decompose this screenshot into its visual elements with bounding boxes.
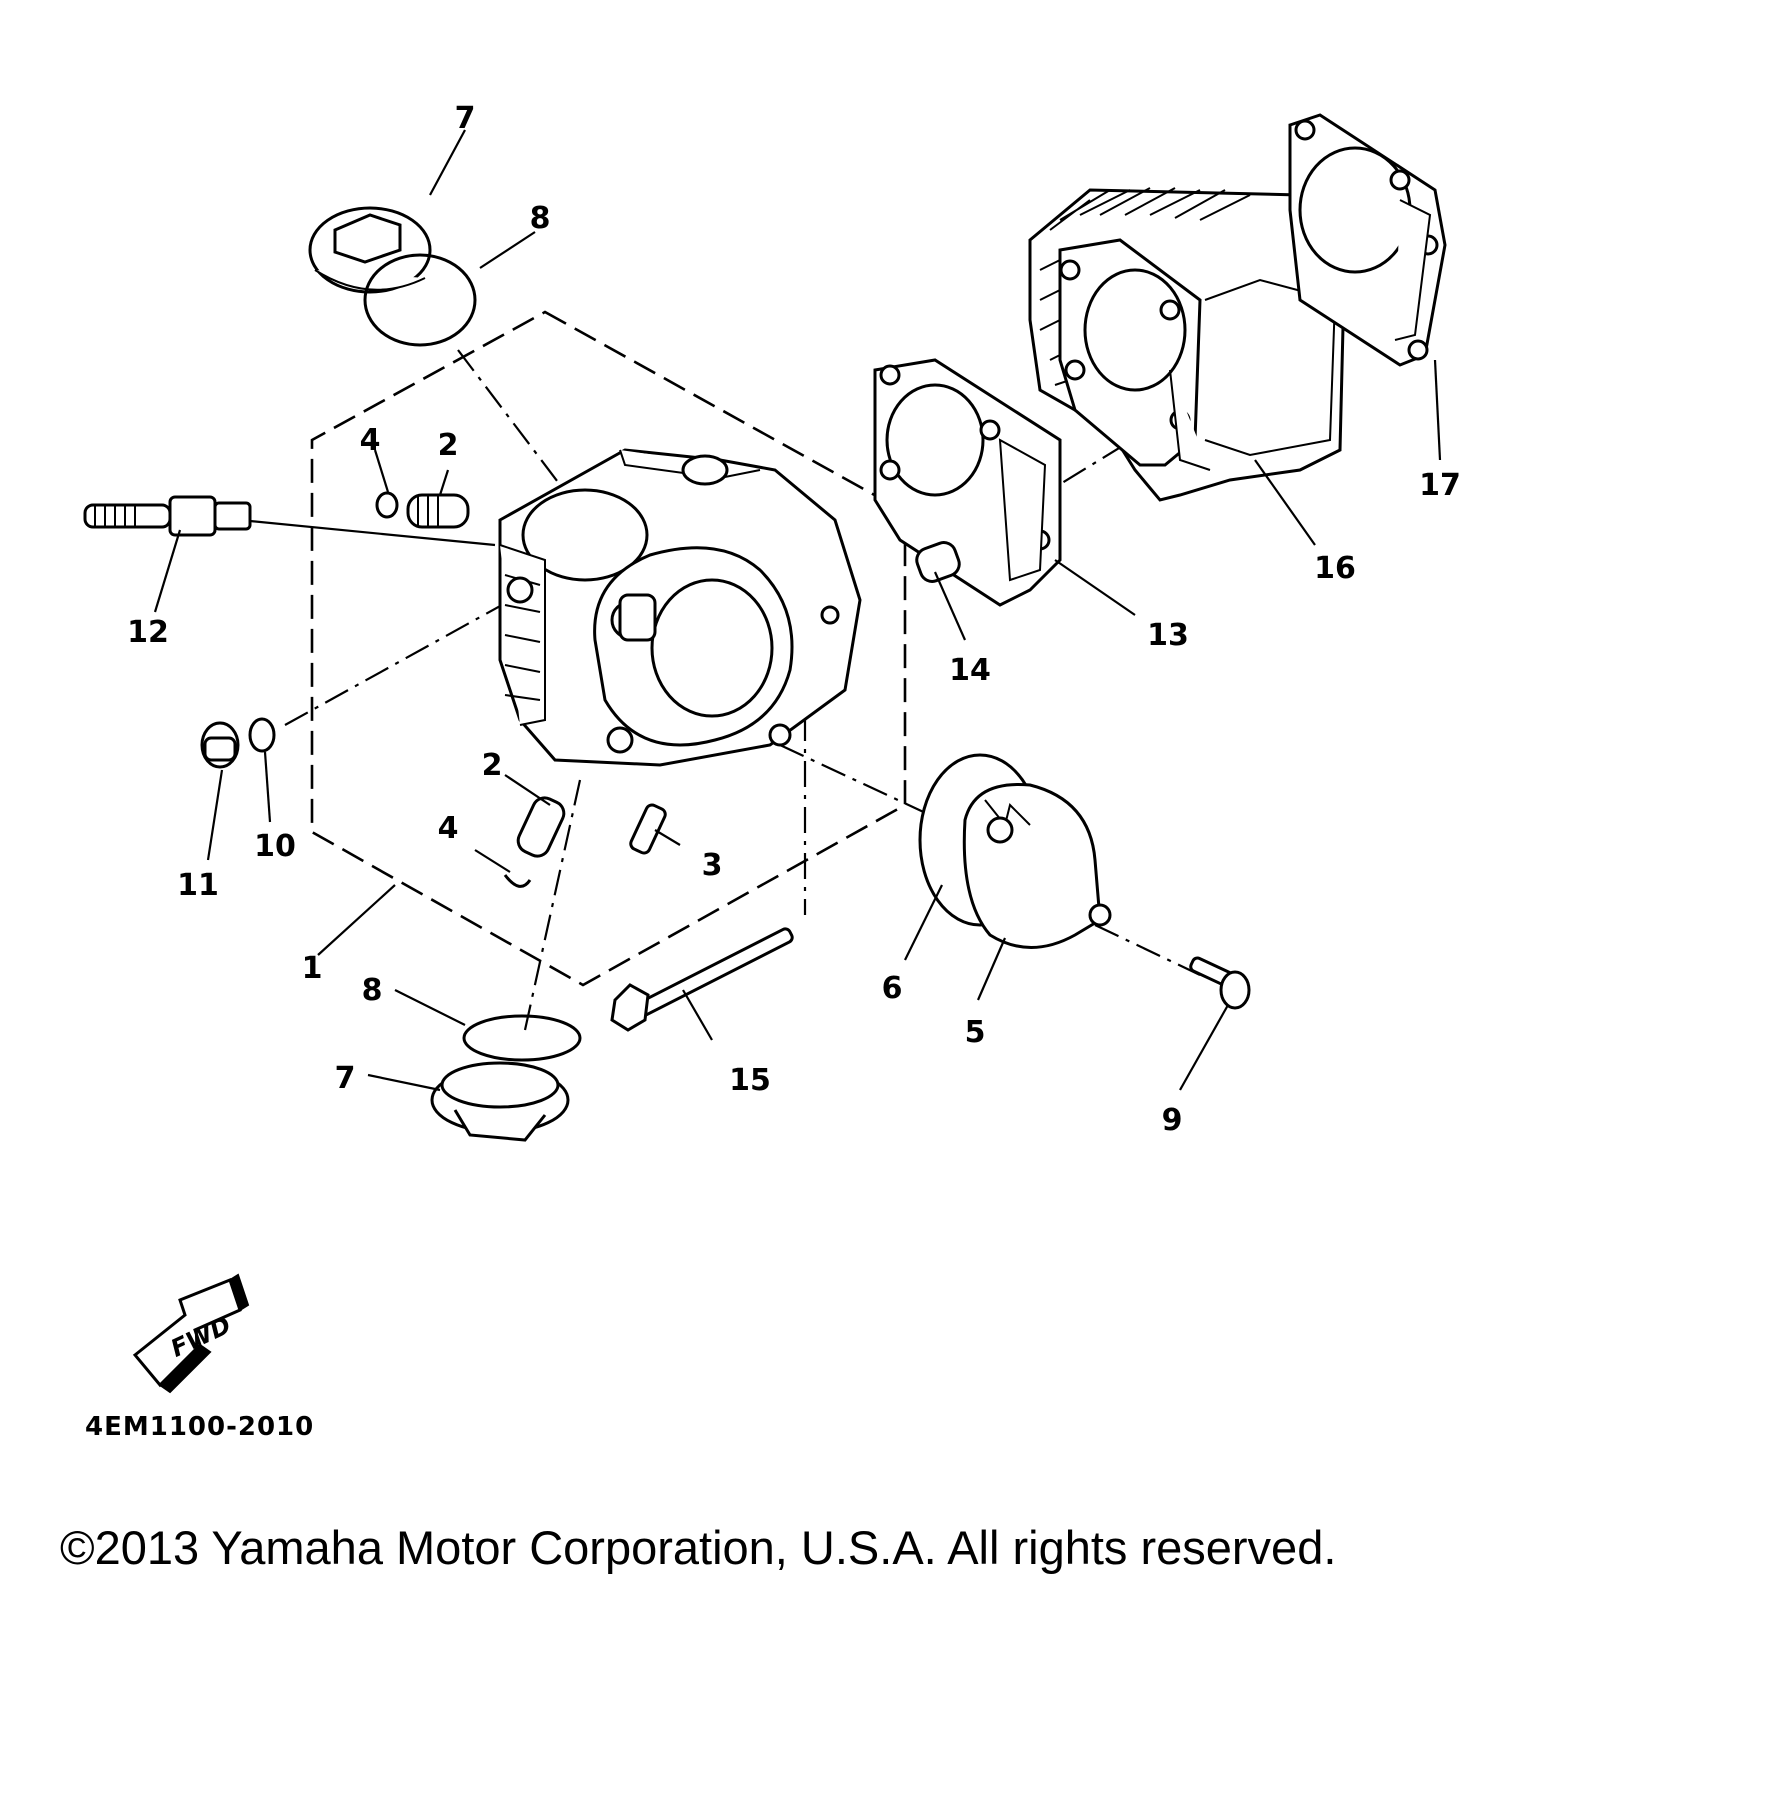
long-bolt (610, 927, 794, 1032)
dowel-pin (915, 541, 961, 583)
washer (248, 717, 276, 753)
forward-arrow-icon: FWD (132, 1273, 250, 1394)
spark-plug-axis (249, 519, 496, 547)
cylinder-head-gasket (873, 358, 1062, 607)
callout-14: 14 (949, 653, 991, 688)
callout-2-bottom: 2 (482, 748, 503, 783)
callout-7-bottom: 7 (335, 1061, 356, 1096)
callout-1: 1 (302, 951, 323, 986)
clip-top (375, 491, 399, 519)
callout-10: 10 (254, 829, 296, 864)
o-ring-top (363, 253, 477, 347)
callout-2-top: 2 (438, 428, 459, 463)
callout-6: 6 (882, 971, 903, 1006)
spark-plug (83, 495, 252, 537)
leader-lines (153, 129, 1442, 1092)
diagram-code: 4EM1100-2010 (85, 1412, 314, 1442)
copyright-notice: ©2013 Yamaha Motor Corporation, U.S.A. A… (60, 1521, 1337, 1574)
stud-bolt (629, 803, 667, 855)
valve-guide-top (406, 493, 470, 529)
cylinder (1028, 187, 1347, 502)
callout-5: 5 (965, 1015, 986, 1050)
callout-15: 15 (729, 1063, 771, 1098)
callout-17: 17 (1419, 468, 1461, 503)
valve-guide-bottom (516, 796, 566, 858)
callout-labels: 7 8 4 2 12 2 4 3 10 11 1 8 7 15 6 5 9 14… (127, 101, 1461, 1138)
callout-9: 9 (1162, 1103, 1183, 1138)
plug-bolt (200, 721, 240, 769)
callout-12: 12 (127, 615, 169, 650)
callout-7-top: 7 (455, 101, 476, 136)
callout-4-top: 4 (360, 423, 381, 458)
callout-11: 11 (177, 868, 219, 903)
callout-4-bottom: 4 (438, 811, 459, 846)
cover-screw (1189, 956, 1251, 1010)
o-ring-bottom (462, 1014, 582, 1062)
callout-8-top: 8 (530, 201, 551, 236)
callout-13: 13 (1147, 618, 1189, 653)
valve-cover (962, 782, 1112, 949)
cylinder-base-gasket (1288, 113, 1447, 367)
oil-filler-cap-bottom (430, 1061, 570, 1142)
clip-bottom (503, 874, 532, 888)
oil-filler-cap-top (308, 206, 432, 294)
cylinder-head (498, 448, 862, 767)
callout-3: 3 (702, 848, 723, 883)
callout-16: 16 (1314, 551, 1356, 586)
callout-8-bottom: 8 (362, 973, 383, 1008)
